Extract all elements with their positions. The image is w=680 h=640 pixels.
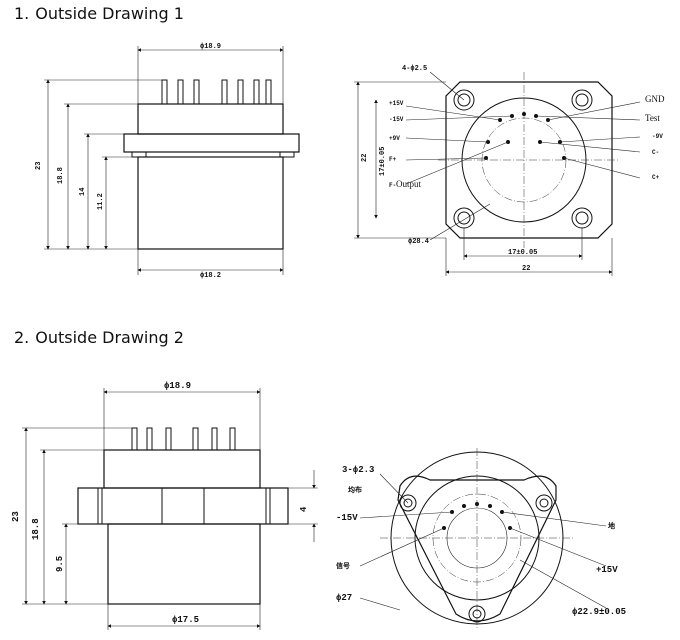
height-total-label: 23 [35,162,43,170]
mounting-holes [399,494,553,623]
bottom-diameter-label: ϕ18.2 [200,272,221,280]
drawing1-side-view: ϕ18.9 ϕ18.2 23 18.8 14 11.2 [35,43,300,280]
flange-tab-right [279,151,295,158]
ground-label: 地 [608,521,615,531]
mounting-holes [453,89,593,229]
diameter-label: ϕ27 [336,593,352,603]
flange-tab-left [131,151,147,158]
square-flange [445,81,613,239]
flange-thickness-label: 4 [299,506,309,512]
height-2-label: 18.8 [31,518,41,540]
heading-number: 2. [14,328,30,347]
width-label: 22 [522,265,530,273]
header-block [103,449,261,489]
body [107,523,261,605]
height-left-label: 22 [361,154,369,162]
height-inner-label: 17±0.05 [379,147,387,176]
pin-holes [442,502,512,530]
top-diameter-label: ϕ18.9 [200,43,221,51]
hole-spec-label: 3-ϕ2.3 [342,465,374,475]
hole-spacing-label: 17±0.05 [508,249,537,257]
pin-label-fminus: F- [389,182,396,189]
pin-label-minus9v: -9V [652,133,663,140]
top-diameter-label: ϕ18.9 [164,381,191,391]
signal-label: 信号 [336,561,350,571]
height-4-label: 11.2 [97,193,105,210]
pin-label-test: Test [645,113,660,123]
header-block [137,103,284,135]
pin-label-plus15v: +15V [389,100,404,107]
height-2-label: 18.8 [57,167,65,184]
pin-label-gnd: GND [645,94,665,104]
pin-label-cminus: C- [652,149,659,156]
hole-note-label: 均布 [348,485,362,495]
height-3-label: 9.5 [55,556,65,572]
height-total-label: 23 [11,511,21,522]
heading-drawing-2: 2. Outside Drawing 2 [14,328,184,347]
heading-title: Outside Drawing 2 [35,328,184,347]
drawing1-top-view: +15V -15V +9V F+ F- Output GND Test -9V … [354,65,665,276]
heading-drawing-1: 1. Outside Drawing 1 [14,4,184,23]
pin-label-plus9v: +9V [389,135,400,142]
flange [77,487,289,525]
heading-number: 1. [14,4,30,23]
pin-label-output: Output [396,179,422,189]
heading-title: Outside Drawing 1 [35,4,184,23]
pcd-label: ϕ22.9±0.05 [572,607,626,617]
pins [161,79,272,105]
minus15v-label: -15V [336,513,358,523]
hole-spec-label: 4-ϕ2.5 [402,65,427,73]
pins [131,427,236,451]
height-3-label: 14 [79,188,87,196]
drawing2-top-view: 3-ϕ2.3 均布 -15V 信号 ϕ27 地 +15V ϕ22.9±0.05 [336,448,626,630]
pin-label-cplus: C+ [652,174,660,181]
flange [123,133,300,153]
plus15v-label: +15V [596,565,618,575]
pin-label-minus15v: -15V [389,116,404,123]
bottom-diameter-label: ϕ17.5 [172,615,199,625]
pin-label-fplus: F+ [389,156,397,163]
flange-diameter-label: ϕ28.4 [408,238,429,246]
triangular-flange [397,475,557,622]
body [137,156,284,250]
drawing2-side-view: ϕ18.9 ϕ17.5 23 18.8 9.5 4 [11,381,318,630]
